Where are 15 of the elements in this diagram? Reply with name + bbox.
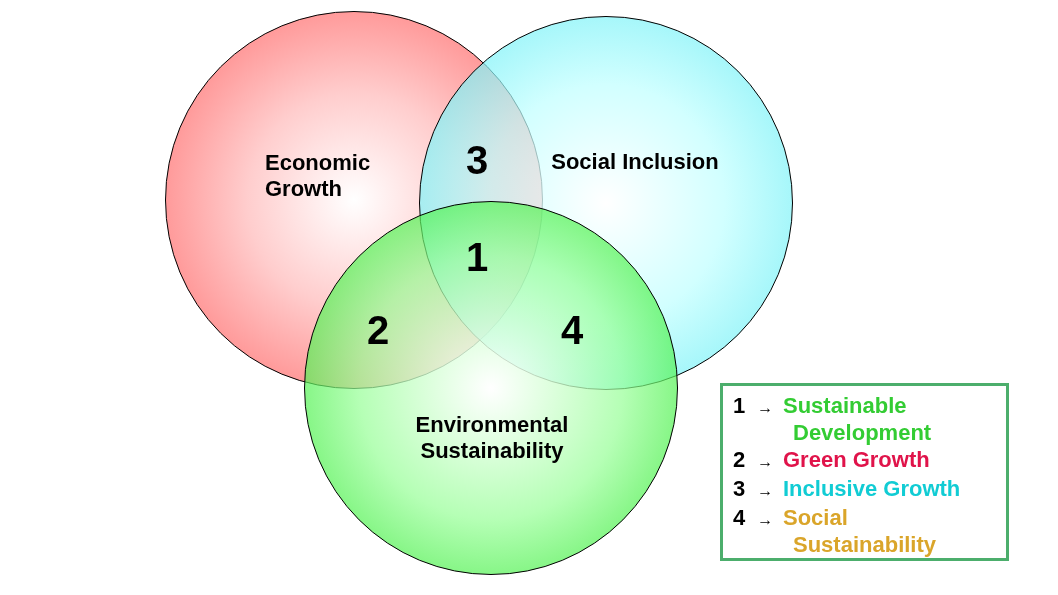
circle-label: Social Inclusion: [550, 149, 720, 175]
legend-text: Social Sustainability: [783, 504, 938, 558]
legend-text: Green Growth: [783, 446, 931, 474]
legend-key: 1 →: [733, 392, 783, 446]
region-number: 4: [560, 310, 584, 350]
legend-key: 3 →: [733, 475, 783, 504]
legend-key: 2 →: [733, 446, 783, 475]
legend-text: Inclusive Growth: [783, 475, 962, 503]
circle-label: Economic Growth: [265, 150, 372, 202]
region-number: 1: [465, 237, 489, 277]
legend-key: 4 →: [733, 504, 783, 558]
legend-text: Sustainable Development: [783, 392, 933, 446]
region-number: 3: [465, 140, 489, 180]
circle-label: Environmental Sustainability: [414, 412, 570, 464]
region-number: 2: [366, 310, 390, 350]
